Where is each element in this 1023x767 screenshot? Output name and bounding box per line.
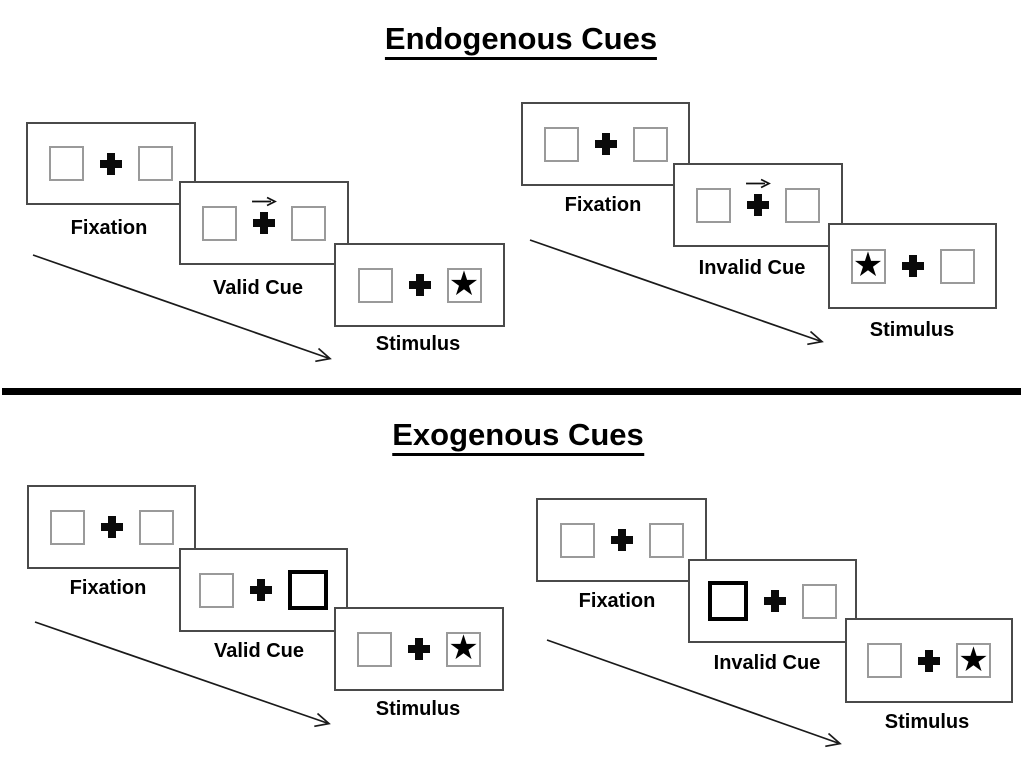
exo-invalid-fixation-frame xyxy=(536,498,707,582)
left-placeholder-box xyxy=(49,509,85,545)
fixation-cross-icon xyxy=(918,649,940,672)
timeline-arrow-exogenous-invalid xyxy=(546,639,842,748)
exo-invalid-cue-frame xyxy=(688,559,857,643)
exogenous-section-title: Exogenous Cues xyxy=(392,417,644,457)
endo-invalid-fixation-label: Fixation xyxy=(564,194,642,216)
endo-invalid-cue-frame xyxy=(673,163,843,247)
star-stimulus-icon: ★ xyxy=(448,264,480,304)
right-target-box: ★ xyxy=(956,643,991,678)
left-placeholder-box xyxy=(543,126,579,162)
right-placeholder-box xyxy=(802,583,837,619)
left-placeholder-box xyxy=(49,146,84,181)
fixation-cross-icon xyxy=(408,638,430,660)
endo-valid-stimulus-label: Stimulus xyxy=(375,333,461,355)
exo-valid-fixation-label: Fixation xyxy=(69,577,147,599)
left-target-box: ★ xyxy=(850,245,886,285)
left-placeholder-box xyxy=(199,572,234,608)
right-arrow-cue-icon xyxy=(252,196,277,207)
left-placeholder-box xyxy=(559,522,595,558)
exo-valid-cue-label: Valid Cue xyxy=(213,640,305,662)
fixation-cross-icon xyxy=(250,579,272,601)
endo-invalid-stimulus-label: Stimulus xyxy=(869,319,955,341)
endo-valid-fixation-label: Fixation xyxy=(70,217,148,239)
star-stimulus-icon: ★ xyxy=(852,245,884,285)
timeline-arrow-endogenous-invalid xyxy=(529,239,824,346)
right-placeholder-box xyxy=(632,126,668,162)
star-stimulus-icon: ★ xyxy=(448,628,479,668)
exo-invalid-stimulus-frame: ★ xyxy=(845,618,1013,703)
right-placeholder-box xyxy=(939,248,975,284)
exo-valid-cue-frame xyxy=(179,548,348,632)
fixation-cross-icon xyxy=(594,133,617,155)
right-target-box: ★ xyxy=(446,628,481,668)
left-placeholder-box xyxy=(202,205,237,241)
fixation-cross-icon xyxy=(901,255,924,277)
endo-invalid-fixation-frame xyxy=(521,102,690,186)
fixation-cross-icon xyxy=(746,178,771,216)
right-target-box: ★ xyxy=(446,264,482,304)
endo-valid-stimulus-frame: ★ xyxy=(334,243,505,327)
fixation-cross-icon xyxy=(252,196,277,234)
fixation-cross-icon xyxy=(100,516,123,538)
right-placeholder-box xyxy=(785,187,820,223)
exo-valid-stimulus-frame: ★ xyxy=(334,607,504,691)
left-placeholder-box xyxy=(357,267,393,303)
exo-invalid-cue-label: Invalid Cue xyxy=(713,652,821,674)
endogenous-section-title: Endogenous Cues xyxy=(384,21,658,61)
left-highlighted-cue-box xyxy=(708,581,748,621)
fixation-cross-icon xyxy=(100,152,122,175)
left-placeholder-box xyxy=(696,187,731,223)
right-placeholder-box xyxy=(138,509,174,545)
right-placeholder-box xyxy=(291,205,326,241)
exo-invalid-fixation-label: Fixation xyxy=(578,590,656,612)
right-arrow-cue-icon xyxy=(746,178,771,189)
endo-invalid-stimulus-frame: ★ xyxy=(828,223,997,309)
right-placeholder-box xyxy=(648,522,684,558)
right-placeholder-box xyxy=(138,146,173,181)
left-placeholder-box xyxy=(357,631,392,667)
fixation-cross-icon xyxy=(610,529,633,551)
exo-valid-fixation-frame xyxy=(27,485,196,569)
exo-valid-stimulus-label: Stimulus xyxy=(375,698,461,720)
endo-invalid-cue-label: Invalid Cue xyxy=(698,257,806,279)
star-stimulus-icon: ★ xyxy=(958,639,989,680)
endo-valid-fixation-frame xyxy=(26,122,196,205)
left-placeholder-box xyxy=(867,643,902,678)
exo-invalid-stimulus-label: Stimulus xyxy=(884,711,970,733)
right-highlighted-cue-box xyxy=(288,570,328,610)
timeline-arrow-exogenous-valid xyxy=(34,621,331,728)
endo-valid-cue-label: Valid Cue xyxy=(212,277,304,299)
fixation-cross-icon xyxy=(764,590,786,612)
endo-valid-cue-frame xyxy=(179,181,349,265)
timeline-arrow-endogenous-valid xyxy=(32,254,332,363)
fixation-cross-icon xyxy=(408,274,431,296)
section-divider xyxy=(2,388,1021,395)
